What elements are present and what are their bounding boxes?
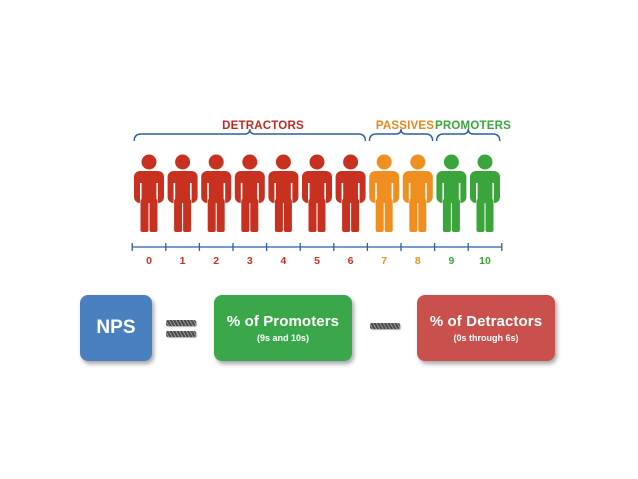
person-torso (268, 171, 299, 203)
person-leg-right (216, 199, 225, 232)
person-figure-2 (201, 154, 232, 232)
person-leg-left (207, 199, 216, 232)
person-torso (234, 171, 265, 203)
person-head (175, 154, 191, 170)
person-figure-3 (234, 154, 265, 232)
person-leg-right (485, 199, 494, 232)
person-torso (134, 171, 164, 203)
person-torso (302, 171, 332, 203)
bracket-promoters (435, 128, 501, 142)
promoters-box: % of Promoters (9s and 10s) (214, 295, 352, 361)
person-head (242, 154, 258, 170)
person-leg-right (317, 199, 326, 232)
promoters-box-subtitle: (9s and 10s) (256, 333, 310, 343)
person-leg-right (384, 199, 393, 232)
person-head (376, 154, 392, 170)
person-leg-right (149, 199, 158, 232)
person-leg-left (308, 199, 317, 232)
score-number-2: 2 (213, 255, 220, 267)
person-torso (470, 171, 500, 203)
person-leg-left (476, 199, 485, 232)
score-number-4: 4 (280, 255, 287, 267)
person-leg-left (241, 199, 250, 232)
person-figure-4 (268, 154, 299, 232)
passives-label: PASSIVES (375, 120, 435, 132)
score-axis (131, 243, 503, 251)
score-number-7: 7 (381, 255, 388, 267)
people-row (134, 154, 500, 232)
detractors-box-subtitle: (0s through 6s) (453, 333, 519, 343)
detractors-label: DETRACTORS (222, 120, 304, 132)
person-torso (167, 171, 198, 203)
person-torso (436, 171, 467, 203)
promoters-box-title: % of Promoters (226, 313, 340, 330)
person-leg-right (250, 199, 259, 232)
person-figure-1 (167, 154, 198, 232)
score-number-10: 10 (479, 255, 491, 267)
person-leg-left (274, 199, 283, 232)
detractors-box: % of Detractors (0s through 6s) (417, 295, 555, 361)
score-number-3: 3 (246, 255, 253, 267)
person-head (410, 154, 426, 170)
score-number-6: 6 (347, 255, 354, 267)
person-figure-5 (302, 154, 332, 232)
person-torso (335, 171, 366, 203)
person-head (443, 154, 459, 170)
detractors-box-title: % of Detractors (429, 313, 543, 330)
person-leg-right (183, 199, 192, 232)
nps-label: NPS (96, 317, 136, 338)
person-leg-right (283, 199, 292, 232)
nps-box: NPS (80, 295, 152, 361)
person-head (343, 154, 359, 170)
person-figure-6 (335, 154, 366, 232)
minus-icon (370, 323, 400, 333)
score-number-9: 9 (448, 255, 455, 267)
person-figure-8 (402, 154, 433, 232)
score-number-8: 8 (414, 255, 421, 267)
person-torso (402, 171, 433, 203)
person-torso (369, 171, 400, 203)
person-torso (201, 171, 232, 203)
person-figure-7 (369, 154, 400, 232)
person-head (208, 154, 224, 170)
equals-icon (166, 320, 196, 340)
score-number-1: 1 (179, 255, 186, 267)
group-brackets (133, 128, 501, 142)
score-number-0: 0 (146, 255, 152, 267)
person-head (309, 154, 325, 170)
person-figure-10 (470, 154, 500, 232)
person-leg-right (451, 199, 460, 232)
person-head (141, 154, 157, 170)
person-head (275, 154, 291, 170)
person-leg-left (442, 199, 451, 232)
score-number-5: 5 (314, 255, 320, 267)
person-leg-left (375, 199, 384, 232)
promoters-label: PROMOTERS (435, 120, 511, 132)
bracket-detractors (133, 128, 367, 142)
person-figure-0 (134, 154, 164, 232)
person-head (477, 154, 493, 170)
person-leg-left (342, 199, 351, 232)
person-figure-9 (436, 154, 467, 232)
person-leg-left (174, 199, 183, 232)
bracket-passives (368, 128, 434, 142)
person-leg-left (140, 199, 149, 232)
person-leg-right (418, 199, 427, 232)
person-leg-left (409, 199, 418, 232)
person-leg-right (351, 199, 360, 232)
